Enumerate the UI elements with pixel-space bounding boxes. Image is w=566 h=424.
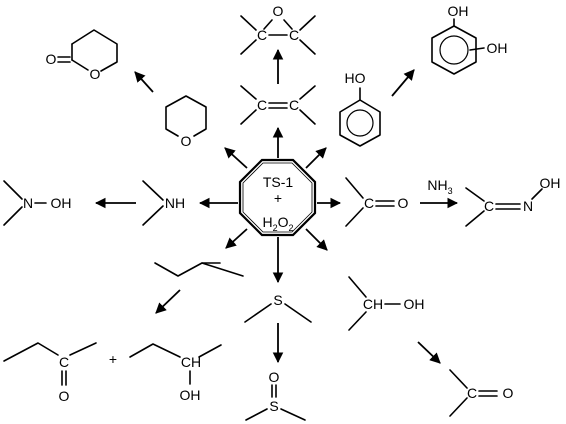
amine-structure: NH: [142, 180, 185, 226]
hydroxylamine-structure: N OH: [3, 180, 72, 226]
phenol-structure: HO: [339, 70, 381, 147]
ketone-oxygen: O: [398, 195, 409, 211]
oxime-nitrogen: N: [523, 198, 533, 214]
epoxide-carbon-2: C: [289, 27, 299, 43]
lactone-structure: O O: [46, 29, 118, 82]
diol-hydroxyl-1: OH: [448, 3, 469, 19]
lactone-carbonyl-oxygen: O: [46, 51, 57, 67]
ketone-carbon: C: [364, 195, 374, 211]
alkene-carbon-1: C: [257, 97, 267, 113]
sec-alcohol-structure: CH OH: [348, 276, 425, 331]
catalyst-plus: +: [274, 190, 282, 206]
oxime-structure: C N OH: [465, 175, 561, 227]
phenol-hydroxyl: HO: [345, 70, 366, 86]
catalyst-octagon: TS-1 + H2O2: [238, 158, 317, 237]
thp-oxygen: O: [181, 133, 192, 149]
amine-nh: NH: [165, 195, 185, 211]
sulfoxide-oxygen: O: [269, 369, 280, 385]
alkene-structure: C C: [240, 85, 316, 125]
alkene-carbon-2: C: [289, 97, 299, 113]
epoxide-carbon-1: C: [257, 27, 267, 43]
ketone2-structure: C O: [449, 369, 514, 417]
ketone2-carbon: C: [467, 385, 477, 401]
butanone-oxygen: O: [59, 388, 70, 404]
catalyst-label: TS-1: [263, 174, 294, 190]
ketone-structure: C O: [345, 177, 409, 227]
dihydroxybenzene-structure: OH OH: [431, 3, 508, 75]
butanol-structure: CH OH: [129, 343, 222, 403]
diol-hydroxyl-2: OH: [487, 40, 508, 56]
ammonia-reagent: NH3: [427, 177, 452, 196]
oxidant-label: H2O2: [262, 214, 293, 233]
butane-structure: [154, 262, 244, 277]
epoxide-structure: O C C: [240, 3, 316, 55]
reaction-arrows: [94, 48, 459, 364]
sulfide-structure: S: [244, 292, 312, 323]
alcohol-oh: OH: [404, 296, 425, 312]
alcohol-ch: CH: [363, 296, 383, 312]
ketone2-oxygen: O: [503, 385, 514, 401]
lactone-ring-oxygen: O: [90, 66, 101, 82]
sulfoxide-structure: O S: [245, 369, 306, 421]
oxime-hydroxyl: OH: [540, 175, 561, 191]
hydroxylamine-oh: OH: [51, 195, 72, 211]
sulfide-sulfur: S: [273, 292, 282, 308]
epoxide-oxygen: O: [273, 3, 284, 19]
sulfoxide-sulfur: S: [269, 398, 278, 414]
oxime-carbon: C: [484, 198, 494, 214]
bottom-plus-sign: +: [109, 351, 117, 367]
butanone-structure: C O: [3, 342, 97, 404]
hydroxylamine-n: N: [23, 195, 33, 211]
butanol-ch: CH: [181, 354, 201, 370]
butanol-oh: OH: [180, 387, 201, 403]
tetrahydropyran-structure: O: [165, 95, 207, 149]
butanone-carbon: C: [59, 354, 69, 370]
